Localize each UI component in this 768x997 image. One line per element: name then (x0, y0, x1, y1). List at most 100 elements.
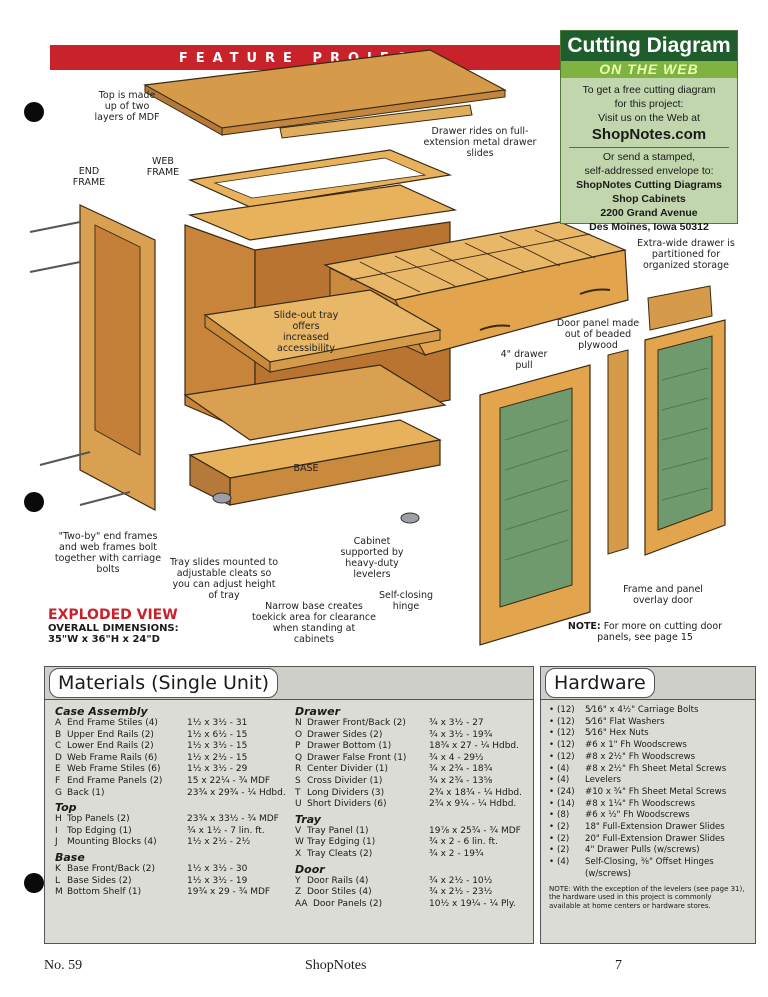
label-web-frame: WEB FRAME (146, 156, 180, 178)
part-name: Web Frame Stiles (6) (67, 764, 161, 775)
bullet-icon: • (549, 786, 555, 797)
address-line: Shop Cabinets (612, 193, 686, 205)
part-dimensions: 1½ x 3½ - 31 (187, 718, 248, 728)
bullet-icon: • (549, 751, 555, 762)
bullet-icon: • (549, 798, 555, 809)
hardware-quantity: (2) (557, 845, 570, 856)
materials-row: Z Door Stiles (4) ¾ x 2½ - 23½ (295, 887, 531, 899)
label-extra-wide-drawer: Extra-wide drawer is partitioned for org… (637, 238, 735, 271)
part-letter: L (55, 875, 61, 886)
part-dimensions: 23¾ x 33½ - ¾ MDF (187, 814, 279, 825)
label-frame-panel-door: Frame and panel overlay door (623, 584, 703, 606)
part-letter: A (55, 718, 62, 728)
binder-hole (24, 873, 44, 893)
web-box-line: for this project: (614, 98, 684, 110)
part-name: Door Stiles (4) (307, 887, 372, 898)
part-name: End Frame Panels (2) (67, 775, 163, 786)
hardware-description: Levelers (585, 775, 621, 786)
magazine-name: ShopNotes (305, 958, 367, 973)
hardware-quantity: (2) (557, 822, 570, 833)
hardware-quantity: (12) (557, 716, 575, 727)
hardware-description: (w/screws) (585, 868, 631, 879)
label-drawer-pull: 4" drawer pull (500, 349, 548, 371)
hardware-item: •(2)20" Full-Extension Drawer Slides (549, 834, 753, 846)
materials-section-heading: Case Assembly (55, 705, 148, 718)
web-box-line: self-addressed envelope to: (584, 165, 714, 177)
part-letter: C (55, 741, 62, 752)
hardware-list: •(12)5⁄16" x 4½" Carriage Bolts•(12)5⁄16… (549, 705, 753, 910)
web-box-site-link[interactable]: ShopNotes.com (591, 126, 707, 143)
part-name: Top Panels (2) (67, 814, 130, 825)
hardware-item: •(2)18" Full-Extension Drawer Slides (549, 822, 753, 834)
part-dimensions: 1½ x 3½ - 19 (187, 875, 248, 886)
bullet-icon: • (549, 716, 555, 727)
part-dimensions: ¾ x 2¾ - 13⅝ (429, 775, 493, 786)
part-dimensions: 2¾ x 9¼ - ¼ Hdbd. (429, 799, 517, 810)
note-door-panels: NOTE: For more on cutting door panels, s… (565, 621, 725, 643)
part-name: Short Dividers (6) (307, 799, 387, 810)
part-dimensions: ¾ x 2½ - 10½ (429, 875, 493, 886)
hardware-description: 20" Full-Extension Drawer Slides (585, 833, 725, 844)
part-dimensions: 1½ x 2½ - 2½ (187, 837, 251, 848)
part-dimensions: 23¾ x 29¾ - ¼ Hdbd. (187, 787, 286, 798)
part-letter: O (295, 729, 303, 740)
overall-dimensions-value: 35"W x 36"H x 24"D (48, 634, 160, 645)
part-letter: Z (295, 887, 302, 898)
part-name: Drawer False Front (1) (307, 752, 407, 763)
part-name: Drawer Front/Back (2) (307, 718, 406, 728)
web-box-line: Visit us on the Web at (598, 112, 700, 124)
materials-section-heading: Door (295, 862, 325, 876)
label-self-closing-hinge: Self-closing hinge (378, 590, 434, 612)
label-cabinet-supported: Cabinet supported by heavy-duty levelers (340, 536, 404, 580)
hardware-item: •(12)5⁄16" Hex Nuts (549, 728, 753, 740)
hardware-title: Hardware (545, 668, 655, 698)
materials-section-heading: Base (55, 850, 85, 864)
hardware-item: •(4)Self-Closing, ⅜" Offset Hinges (549, 857, 753, 869)
hardware-quantity: (4) (557, 763, 570, 774)
part-name: Drawer Bottom (1) (307, 741, 392, 752)
hardware-quantity: (2) (557, 833, 570, 844)
hardware-quantity: (8) (557, 810, 570, 821)
web-box-subtitle: ON THE WEB (561, 61, 737, 78)
part-name: Base Front/Back (2) (67, 863, 156, 874)
hardware-item: •(14)#8 x 1¼" Fh Woodscrews (549, 799, 753, 811)
exploded-view-illustration (29, 49, 726, 646)
part-dimensions: ¾ x 3½ - 19¾ (429, 729, 493, 740)
part-name: Back (1) (67, 787, 105, 798)
hardware-quantity: (4) (557, 857, 570, 868)
part-name: Mounting Blocks (4) (67, 837, 157, 848)
part-dimensions: 19¾ x 29 - ¾ MDF (187, 887, 271, 898)
part-dimensions: ¾ x 3½ - 27 (429, 718, 484, 728)
materials-section-heading: Drawer (295, 705, 341, 718)
part-dimensions: ¾ x 2 - 6 lin. ft. (429, 837, 498, 848)
part-name: Web Frame Rails (6) (67, 752, 158, 763)
part-letter: I (55, 825, 58, 836)
part-dimensions: 1½ x 6½ - 15 (187, 729, 248, 740)
label-base: BASE (293, 463, 319, 474)
exploded-view-title: EXPLODED VIEW (48, 607, 178, 623)
part-name: Drawer Sides (2) (307, 729, 383, 740)
hardware-item: •(4)Levelers (549, 775, 753, 787)
hardware-description: 5⁄16" Flat Washers (585, 716, 665, 727)
part-dimensions: ¾ x 2½ - 23½ (429, 887, 493, 898)
